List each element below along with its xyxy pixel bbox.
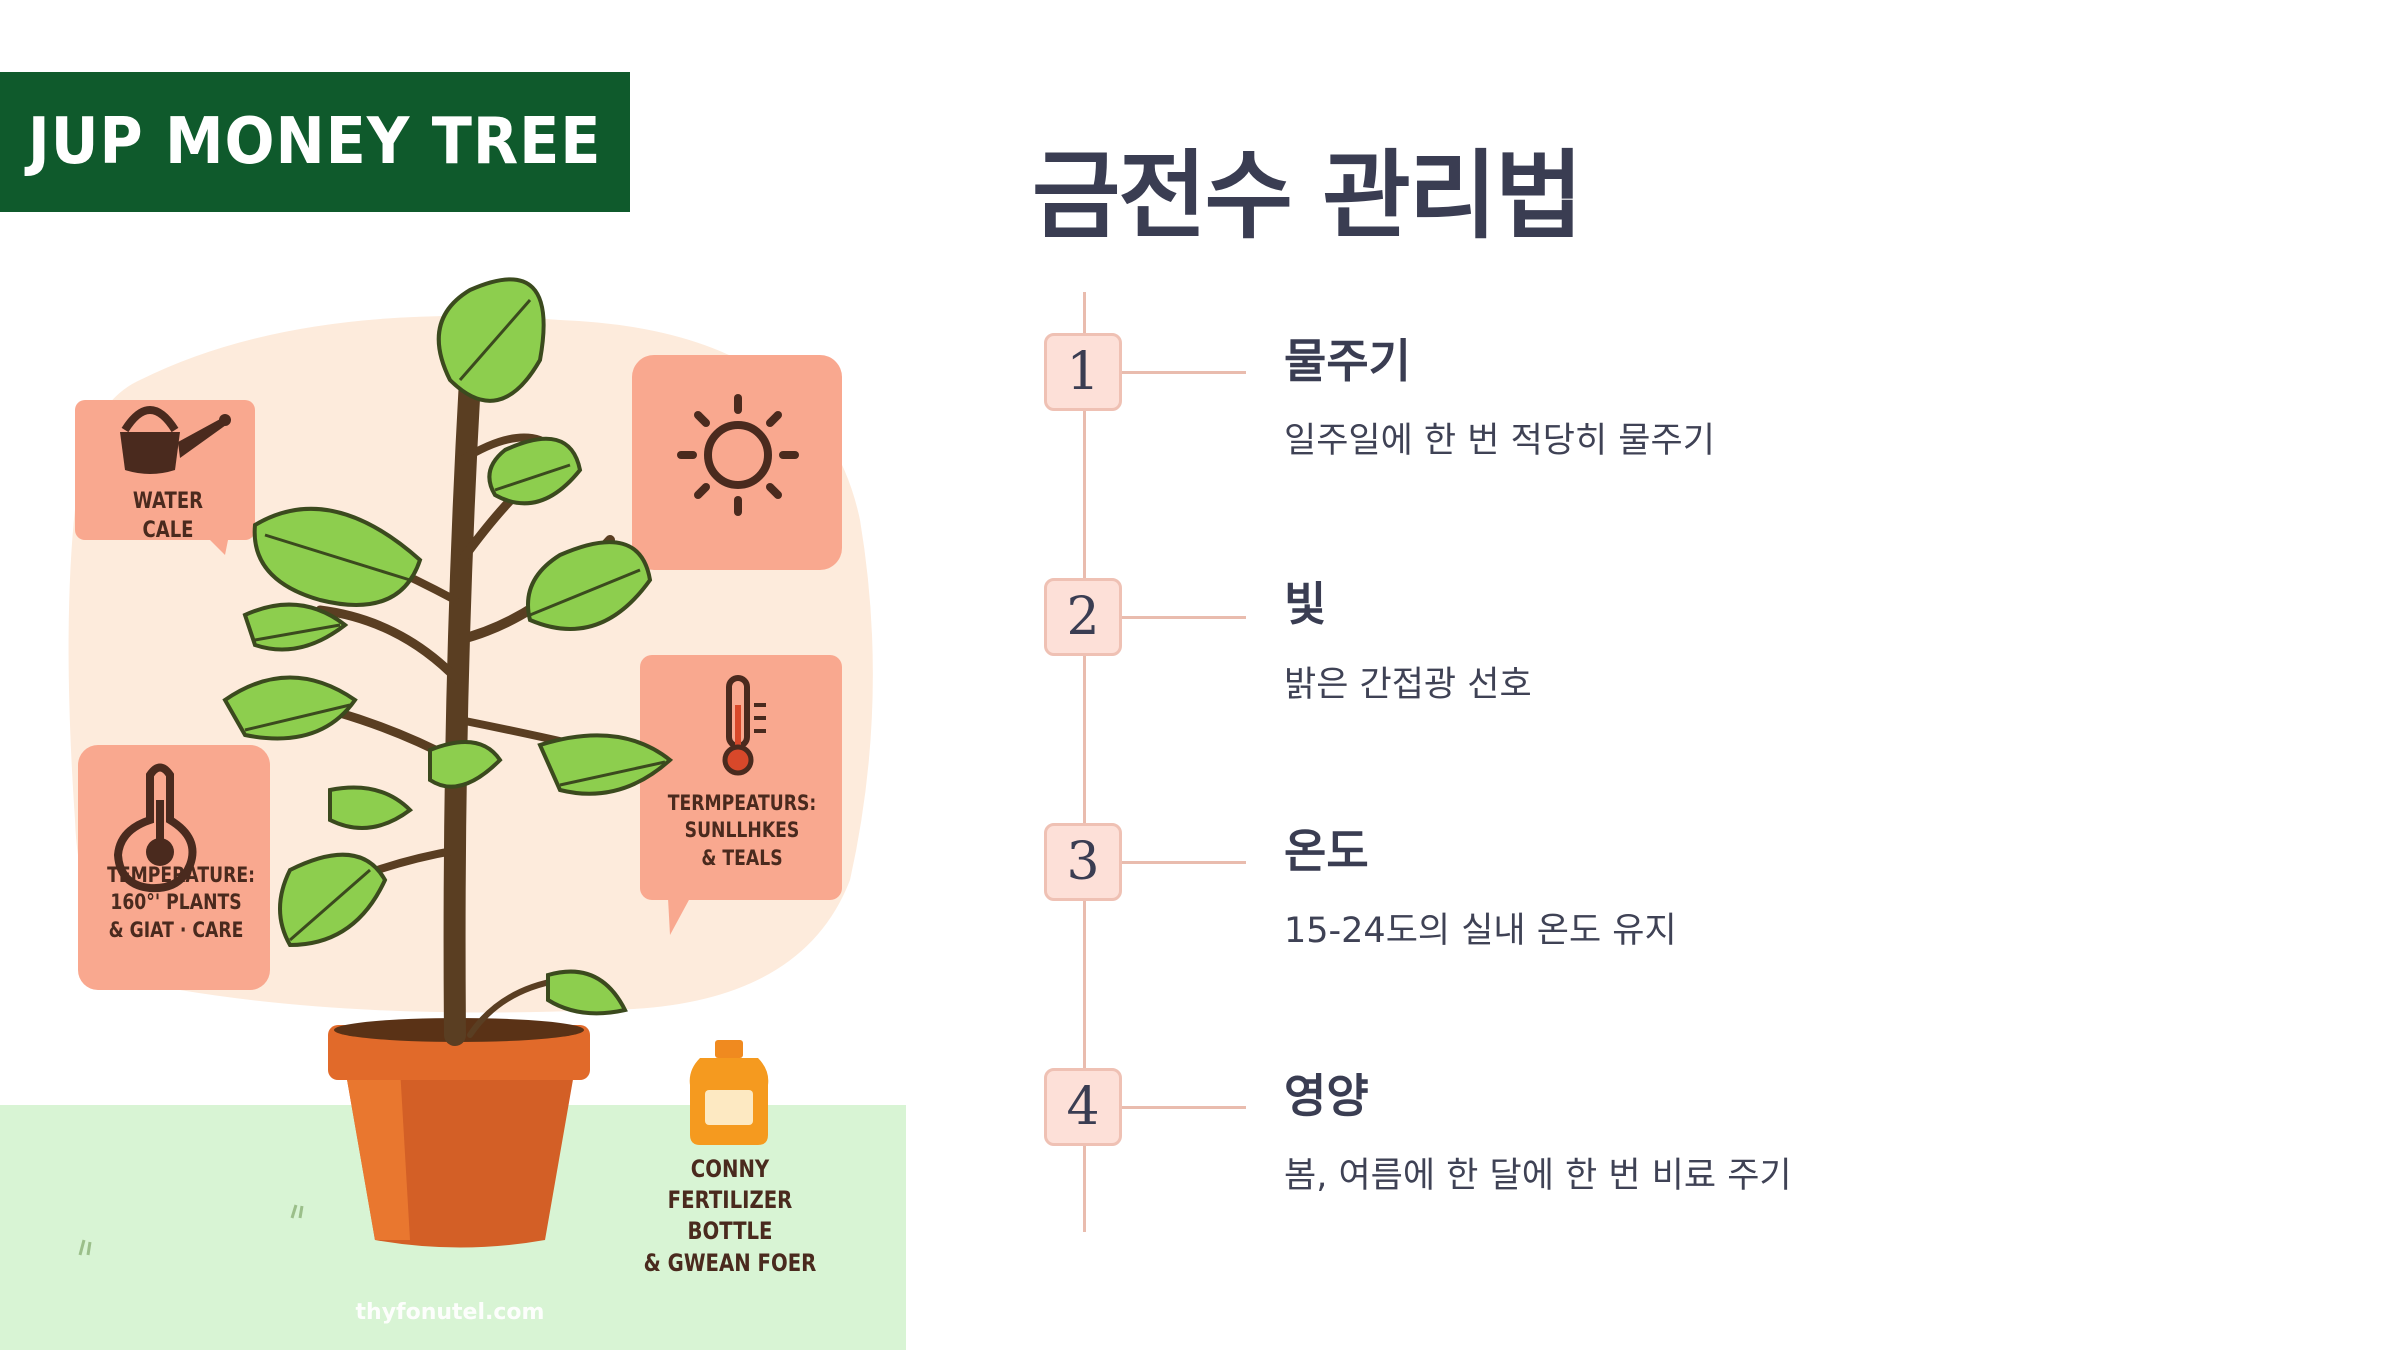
step-title: 온도 — [1284, 824, 1369, 878]
temperature-right-line3: & TEALS — [701, 845, 783, 870]
money-tree-illustration: JUP MONEY TREE WATER CALE TEMPERATURE: 1… — [0, 0, 906, 1350]
step-connector — [1122, 616, 1246, 619]
step-connector — [1122, 861, 1246, 864]
thermometer-icon — [722, 675, 766, 776]
step-title: 물주기 — [1284, 334, 1411, 388]
step-description: 밝은 간접광 선호 — [1284, 665, 1532, 705]
step-description: 일주일에 한 번 적당히 물주기 — [1284, 421, 1715, 461]
leaves — [222, 277, 674, 1016]
step-number-badge: 2 — [1044, 578, 1122, 656]
step-number-badge: 1 — [1044, 333, 1122, 411]
leaf-veins — [244, 299, 666, 942]
step-connector — [1122, 371, 1246, 374]
temperature-right-line1: TERMPEATURS: — [667, 791, 817, 815]
step-description: 봄, 여름에 한 달에 한 번 비료 주기 — [1284, 1156, 1792, 1196]
fertilizer-line2: FERTILIZER BOTTLE — [667, 1186, 793, 1246]
temperature-left-line3: & GIAT · CARE — [108, 917, 244, 942]
water-card — [75, 400, 255, 555]
footer-url: thyfonutel.com — [355, 1300, 545, 1325]
step-connector — [1122, 1106, 1246, 1109]
step-number-badge: 4 — [1044, 1068, 1122, 1146]
fertilizer-line3: & GWEAN FOER — [643, 1248, 817, 1277]
step-description: 15-24도의 실내 온도 유지 — [1284, 911, 1677, 951]
watering-can-icon — [120, 406, 231, 474]
fertilizer-bottle-icon — [689, 1040, 769, 1145]
fertilizer-line1: CONNY — [690, 1155, 770, 1183]
temperature-right-line2: SUNLLHKES — [684, 818, 800, 843]
fertilizer-label: CONNY FERTILIZER BOTTLE & GWEAN FOER — [640, 1154, 820, 1279]
thermometer-icon-left — [113, 763, 197, 893]
timeline-line — [1083, 292, 1086, 1232]
pot — [328, 1018, 590, 1248]
page-title: 금전수 관리법 — [1032, 140, 1583, 252]
grass-tufts — [78, 1204, 304, 1256]
step-title: 영양 — [1284, 1069, 1369, 1123]
temperature-left-line1: TEMPERATURE: — [107, 863, 256, 887]
step-number-badge: 3 — [1044, 823, 1122, 901]
temperature-left-line2: 160°' PLANTS — [110, 890, 242, 915]
sun-card — [632, 355, 842, 570]
temperature-left-label: TEMPERATURE: 160°' PLANTS & GIAT · CARE — [107, 862, 256, 944]
temperature-card-left — [78, 745, 270, 990]
sun-icon — [677, 394, 799, 516]
step-title: 빛 — [1284, 577, 1327, 631]
water-care-label: WATER CALE — [132, 489, 204, 543]
illustration-art — [0, 277, 906, 1350]
temperature-right-label: TERMPEATURS: SUNLLHKES & TEALS — [667, 790, 818, 872]
illustration-banner: JUP MONEY TREE — [0, 72, 630, 212]
banner-title: JUP MONEY TREE — [28, 105, 602, 179]
temperature-card-right — [640, 655, 842, 935]
